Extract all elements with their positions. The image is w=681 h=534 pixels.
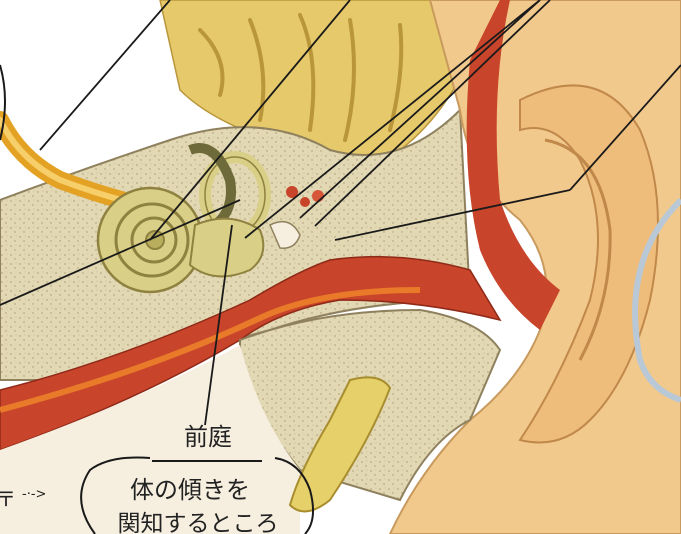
- cutoff-label-text: 〒: [0, 487, 16, 511]
- annotation-line1: 体の傾きを: [130, 476, 250, 504]
- cutoff-label-arrow: -·->: [22, 487, 46, 502]
- annotation-title: 前庭: [184, 423, 232, 451]
- annotation-line2: 関知するところ: [118, 511, 279, 534]
